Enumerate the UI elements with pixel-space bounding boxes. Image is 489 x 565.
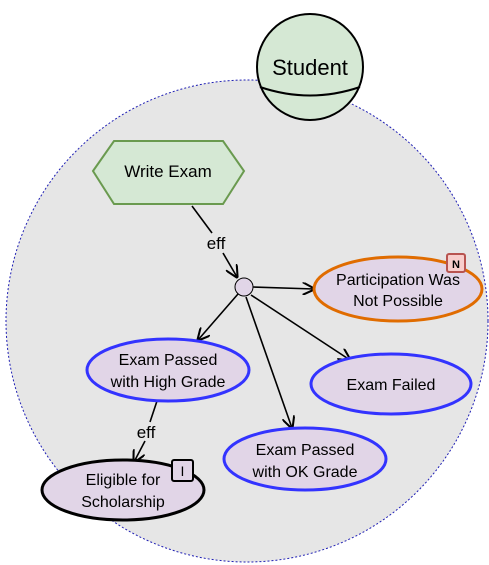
high-grade-line1: Exam Passed [119, 352, 218, 369]
outcome-failed[interactable]: Exam Failed [309, 352, 473, 416]
actor-student[interactable]: Student [256, 13, 364, 121]
badge-n: N [446, 253, 466, 273]
outcome-scholarship[interactable]: Eligible for Scholarship I [40, 458, 206, 522]
edge-junction-to-failed [250, 294, 350, 360]
edge-label-eff-1: eff [207, 234, 226, 253]
outcome-participation[interactable]: Participation Was Not Possible N [312, 253, 484, 323]
outcome-high-grade[interactable]: Exam Passed with High Grade [85, 337, 251, 403]
scholarship-line1: Eligible for [86, 472, 161, 489]
failed-line1: Exam Failed [347, 377, 436, 394]
edge-junction-to-high-grade [198, 293, 239, 340]
participation-line2: Not Possible [353, 293, 443, 310]
edge-high-to-scholarship-a [149, 400, 158, 423]
ok-grade-line1: Exam Passed [256, 442, 355, 459]
task-write-exam[interactable]: Write Exam [91, 140, 246, 205]
task-label: Write Exam [124, 162, 212, 181]
edge-junction-to-ok-grade [245, 296, 292, 428]
high-grade-line2: with High Grade [110, 374, 226, 391]
edge-junction-to-participation [252, 287, 314, 289]
edge-label-eff-2: eff [137, 423, 156, 442]
actor-label: Student [272, 55, 348, 80]
edge-task-to-junction-a [191, 205, 213, 234]
edge-task-to-junction-b [222, 252, 237, 277]
badge-i: I [171, 459, 194, 482]
badge-n-label: N [452, 259, 460, 271]
scholarship-line2: Scholarship [81, 494, 165, 511]
junction-node[interactable] [234, 277, 254, 297]
participation-line1: Participation Was [336, 272, 460, 289]
edge-high-to-scholarship-b [134, 440, 146, 462]
badge-i-label: I [181, 463, 185, 479]
outcome-ok-grade[interactable]: Exam Passed with OK Grade [222, 426, 388, 492]
edges [134, 205, 350, 462]
ok-grade-line2: with OK Grade [252, 464, 358, 481]
